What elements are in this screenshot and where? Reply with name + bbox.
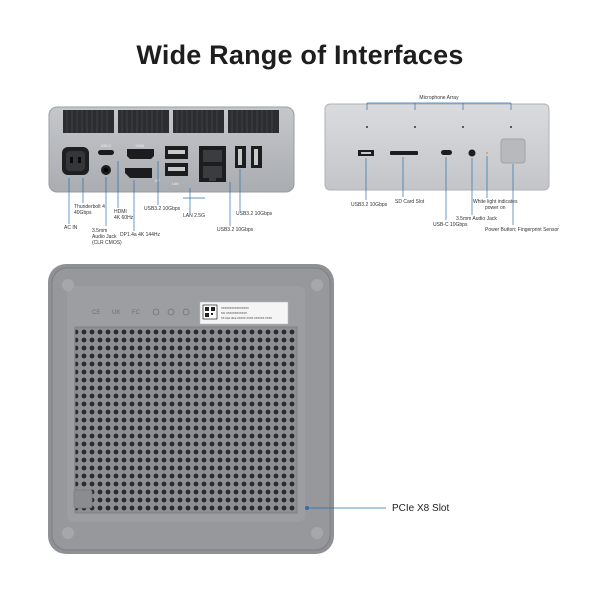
rear-audio-jack bbox=[101, 165, 111, 175]
label-pcie-slot: PCIe X8 Slot bbox=[392, 503, 450, 514]
power-button bbox=[500, 138, 526, 164]
front-usb-c bbox=[441, 150, 452, 155]
page-title: Wide Range of Interfaces bbox=[136, 40, 464, 70]
rear-leader-lines bbox=[68, 161, 241, 231]
power-light bbox=[486, 152, 488, 154]
svg-text:UK: UK bbox=[112, 310, 120, 316]
label-usb-a-2: USB3.2 10Gbps bbox=[236, 211, 273, 217]
label-usb-a-3: USB3.2 10Gbps bbox=[217, 227, 254, 233]
label-front-usb-c: USB-C 10Gbps bbox=[433, 222, 468, 228]
rear-vents bbox=[63, 110, 279, 133]
thunderbolt-port: USB-C bbox=[98, 144, 114, 155]
label-front-audio: 3.5mm Audio Jack bbox=[456, 216, 497, 222]
svg-text:CE: CE bbox=[92, 310, 100, 316]
svg-text:FC: FC bbox=[132, 310, 141, 316]
label-mic-array: Microphone Array bbox=[419, 95, 459, 101]
label-dp: DP1.4a 4K 144Hz bbox=[120, 232, 161, 238]
usb-a-ports-1: LAN bbox=[165, 146, 188, 186]
label-ac-in: AC IN bbox=[64, 225, 78, 231]
sticker-line-1: XXXXXXXXXXXXXXXX bbox=[221, 306, 249, 310]
lan-print: LAN bbox=[172, 182, 179, 186]
front-audio-jack bbox=[468, 149, 476, 157]
usb-a-ports-2 bbox=[235, 146, 262, 168]
label-power-light: White light indicates power on bbox=[473, 199, 518, 211]
sticker-line-2: SN: XXXXXXXXXXXX bbox=[221, 311, 247, 315]
front-leader-lines bbox=[365, 102, 514, 225]
label-thunderbolt: Thunderbolt 4 40Gbps bbox=[74, 204, 105, 216]
label-sd-slot: SD Card Slot bbox=[395, 199, 425, 205]
lan-ports bbox=[199, 146, 226, 182]
usb-c-print: USB-C bbox=[101, 144, 112, 148]
ac-in-port bbox=[62, 147, 89, 175]
label-lan: LAN 2.5G bbox=[183, 213, 205, 219]
certification-marks: CE UK FC bbox=[92, 308, 190, 316]
rear-device: USB-C HDMI DP LAN bbox=[48, 106, 295, 193]
sd-slot bbox=[390, 151, 418, 155]
label-hdmi: HDMI 4K 60Hz bbox=[114, 209, 134, 221]
serial-sticker: XXXXXXXXXXXXXXXX SN: XXXXXXXXXXXX XX Int… bbox=[199, 301, 289, 325]
hdmi-print: HDMI bbox=[136, 144, 145, 148]
label-usb-a-1: USB3.2 10Gbps bbox=[144, 206, 181, 212]
label-front-usb-a: USB3.2 10Gbps bbox=[351, 202, 388, 208]
bottom-device: CE UK FC XXXXXXXXXXXXXXXX SN: XXXXXXXXXX… bbox=[48, 264, 334, 554]
sticker-line-3: XX Intel Ultra XXXXX XXXX XXXXXX XXXX bbox=[221, 316, 272, 320]
front-device bbox=[324, 103, 550, 191]
label-power-button: Power Button; Fingerprint Sensor bbox=[485, 227, 559, 233]
label-rear-audio: 3.5mm Audio Jack (CLR CMOS) bbox=[92, 228, 122, 246]
hdmi-port: HDMI bbox=[127, 144, 154, 159]
